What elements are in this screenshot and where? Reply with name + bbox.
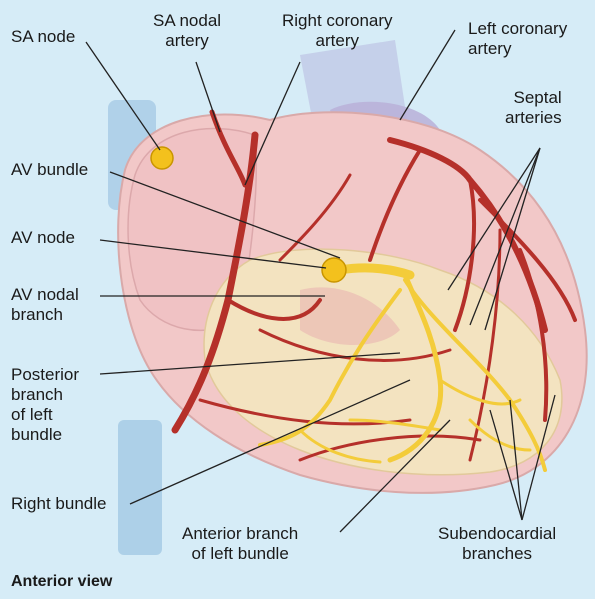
label-av-node: AV node	[11, 228, 75, 248]
label-sa-nodal-artery: SA nodal artery	[153, 11, 221, 51]
label-right-bundle: Right bundle	[11, 494, 106, 514]
label-subendocardial-branches: Subendocardial branches	[438, 524, 556, 564]
av-node	[322, 258, 346, 282]
label-left-coronary-artery: Left coronary artery	[468, 19, 567, 59]
label-av-nodal-branch: AV nodal branch	[11, 285, 79, 325]
label-right-coronary-artery: Right coronary artery	[282, 11, 393, 51]
label-posterior-branch-left-bundle: Posterior branch of left bundle	[11, 365, 79, 445]
caption-anterior-view: Anterior view	[11, 573, 112, 591]
label-sa-node: SA node	[11, 27, 75, 47]
inferior-vena-cava	[118, 420, 162, 555]
label-av-bundle: AV bundle	[11, 160, 88, 180]
sa-node	[151, 147, 173, 169]
label-anterior-branch-left-bundle: Anterior branch of left bundle	[182, 524, 298, 564]
label-septal-arteries: Septal arteries	[505, 88, 562, 128]
